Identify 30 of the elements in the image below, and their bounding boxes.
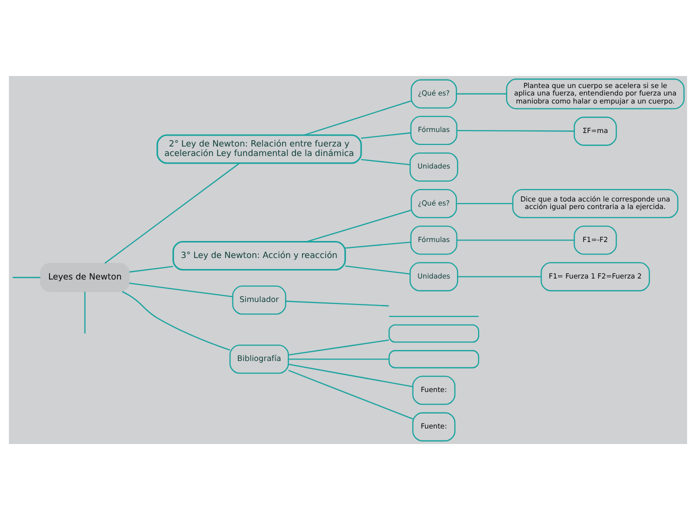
connector (456, 93, 506, 94)
connector (361, 132, 411, 139)
connector (306, 210, 412, 242)
node-box: Bibliografía (229, 344, 289, 374)
connector (456, 130, 574, 132)
connector (288, 358, 389, 360)
connector (456, 240, 574, 241)
connector (456, 203, 513, 204)
connector (122, 291, 230, 351)
connector (129, 282, 233, 298)
node-bar (389, 316, 479, 317)
connector (104, 162, 240, 264)
node-box (388, 350, 480, 368)
node-box: 2° Ley de Newton: Relación entre fuerza y aceleración Ley fundamental de la dinámica (156, 134, 362, 164)
connector (288, 370, 414, 420)
connector (286, 300, 389, 306)
node-box: Leyes de Newton (40, 262, 130, 292)
connector (304, 100, 412, 136)
connector (345, 242, 411, 249)
connector (288, 340, 389, 356)
connector (12, 276, 40, 278)
connector (84, 292, 86, 334)
node-box: Simulador (232, 285, 286, 315)
connector (129, 266, 174, 273)
node-box: 3° Ley de Newton: Acción y reacción (172, 240, 346, 270)
node-box (388, 324, 480, 343)
connector (361, 159, 410, 166)
connector (288, 364, 413, 388)
connector (345, 266, 410, 275)
connector (458, 276, 542, 278)
